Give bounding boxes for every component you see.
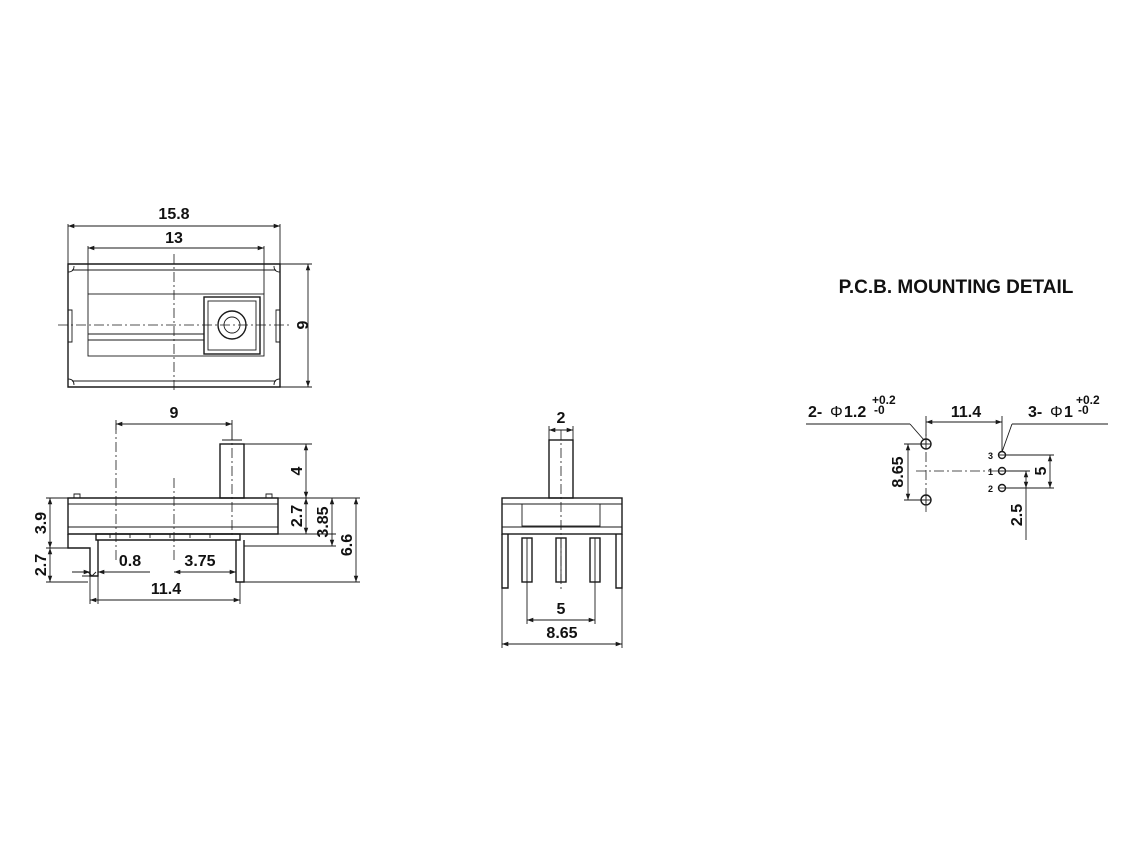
hole-a-tol-minus: -0 — [874, 403, 885, 417]
dim-label-pin-height: 2.7 — [33, 554, 50, 576]
hole-b-symbol: Φ — [1050, 404, 1063, 421]
top-view-corner-notch — [273, 378, 281, 386]
dim-label-overall-width: 8.65 — [546, 625, 577, 642]
dim-label-inner-width: 13 — [165, 230, 183, 247]
dim-label-pin-pitch: 5 — [557, 601, 566, 618]
pin-label-1: 1 — [988, 467, 993, 477]
top-view-corner-notch — [273, 265, 281, 273]
dim-label-lug-spacing: 8.65 — [890, 456, 907, 487]
hole-a-tol-plus: +0.2 — [872, 393, 896, 407]
dim-label-left-height: 3.9 — [33, 512, 50, 534]
hole-a-prefix: 2- — [808, 404, 822, 421]
end-view-right-lug — [615, 534, 623, 589]
pin-label-3: 3 — [988, 451, 993, 461]
top-view-corner-notch — [67, 378, 75, 386]
pin-label-2: 2 — [988, 484, 993, 494]
dim-label-overall-width: 15.8 — [158, 206, 189, 223]
side-view-body-detail — [73, 493, 81, 498]
dim-label-pin-width: 0.8 — [119, 553, 141, 570]
side-view-body-detail — [265, 493, 273, 498]
leader-line — [1001, 423, 1013, 453]
hole-b-tol-minus: -0 — [1078, 403, 1089, 417]
dim-label-pin-offset: 2.5 — [1009, 504, 1026, 526]
side-view: 9 4 2.7 3.85 6.6 3.9 2.7 0.8 — [33, 405, 360, 604]
dim-label-body-height: 2.7 — [289, 505, 306, 527]
side-view-left-lug — [67, 534, 99, 577]
end-view: 2 5 8.65 — [501, 410, 623, 648]
top-view-side-bump — [68, 309, 73, 343]
hole-b-tol-plus: +0.2 — [1076, 393, 1100, 407]
dim-label-actuator-offset: 9 — [170, 405, 179, 422]
side-view-right-pin — [235, 540, 245, 583]
dim-label-pin-offset: 3.75 — [184, 553, 215, 570]
top-view-side-bump — [275, 309, 280, 343]
hole-a-diameter: 1.2 — [844, 404, 866, 421]
end-view-body — [501, 497, 623, 535]
dim-label-pin-span: 11.4 — [151, 581, 181, 598]
hole-b-diameter: 1 — [1064, 404, 1073, 421]
dim-label-hole-spacing: 11.4 — [951, 404, 981, 421]
leader-line — [909, 423, 925, 441]
dim-label-actuator-height: 4 — [289, 466, 306, 475]
dim-label-actuator-width: 2 — [557, 410, 566, 427]
hole-b-prefix: 3- — [1028, 404, 1042, 421]
top-view: 15.8 13 9 — [58, 206, 312, 392]
side-view-base-bumps — [109, 534, 211, 538]
pcb-mounting-detail: P.C.B. MOUNTING DETAIL 2- Φ 1.2 +0.2 -0 … — [806, 277, 1108, 540]
side-view-body — [67, 497, 279, 535]
dim-label-total-height: 6.6 — [339, 534, 356, 556]
dim-label-height: 9 — [295, 320, 312, 329]
hole-a-symbol: Φ — [830, 404, 843, 421]
pcb-detail-title: P.C.B. MOUNTING DETAIL — [839, 277, 1074, 298]
dim-label-body-plus-actuator: 3.85 — [315, 506, 332, 537]
dim-label-pin-pitch: 5 — [1033, 466, 1050, 475]
end-view-left-lug — [501, 534, 509, 589]
top-view-corner-notch — [67, 265, 75, 273]
top-view-slider-knob-inner — [207, 300, 257, 351]
top-view-slider-knob — [203, 296, 261, 355]
side-view-base — [95, 533, 241, 541]
